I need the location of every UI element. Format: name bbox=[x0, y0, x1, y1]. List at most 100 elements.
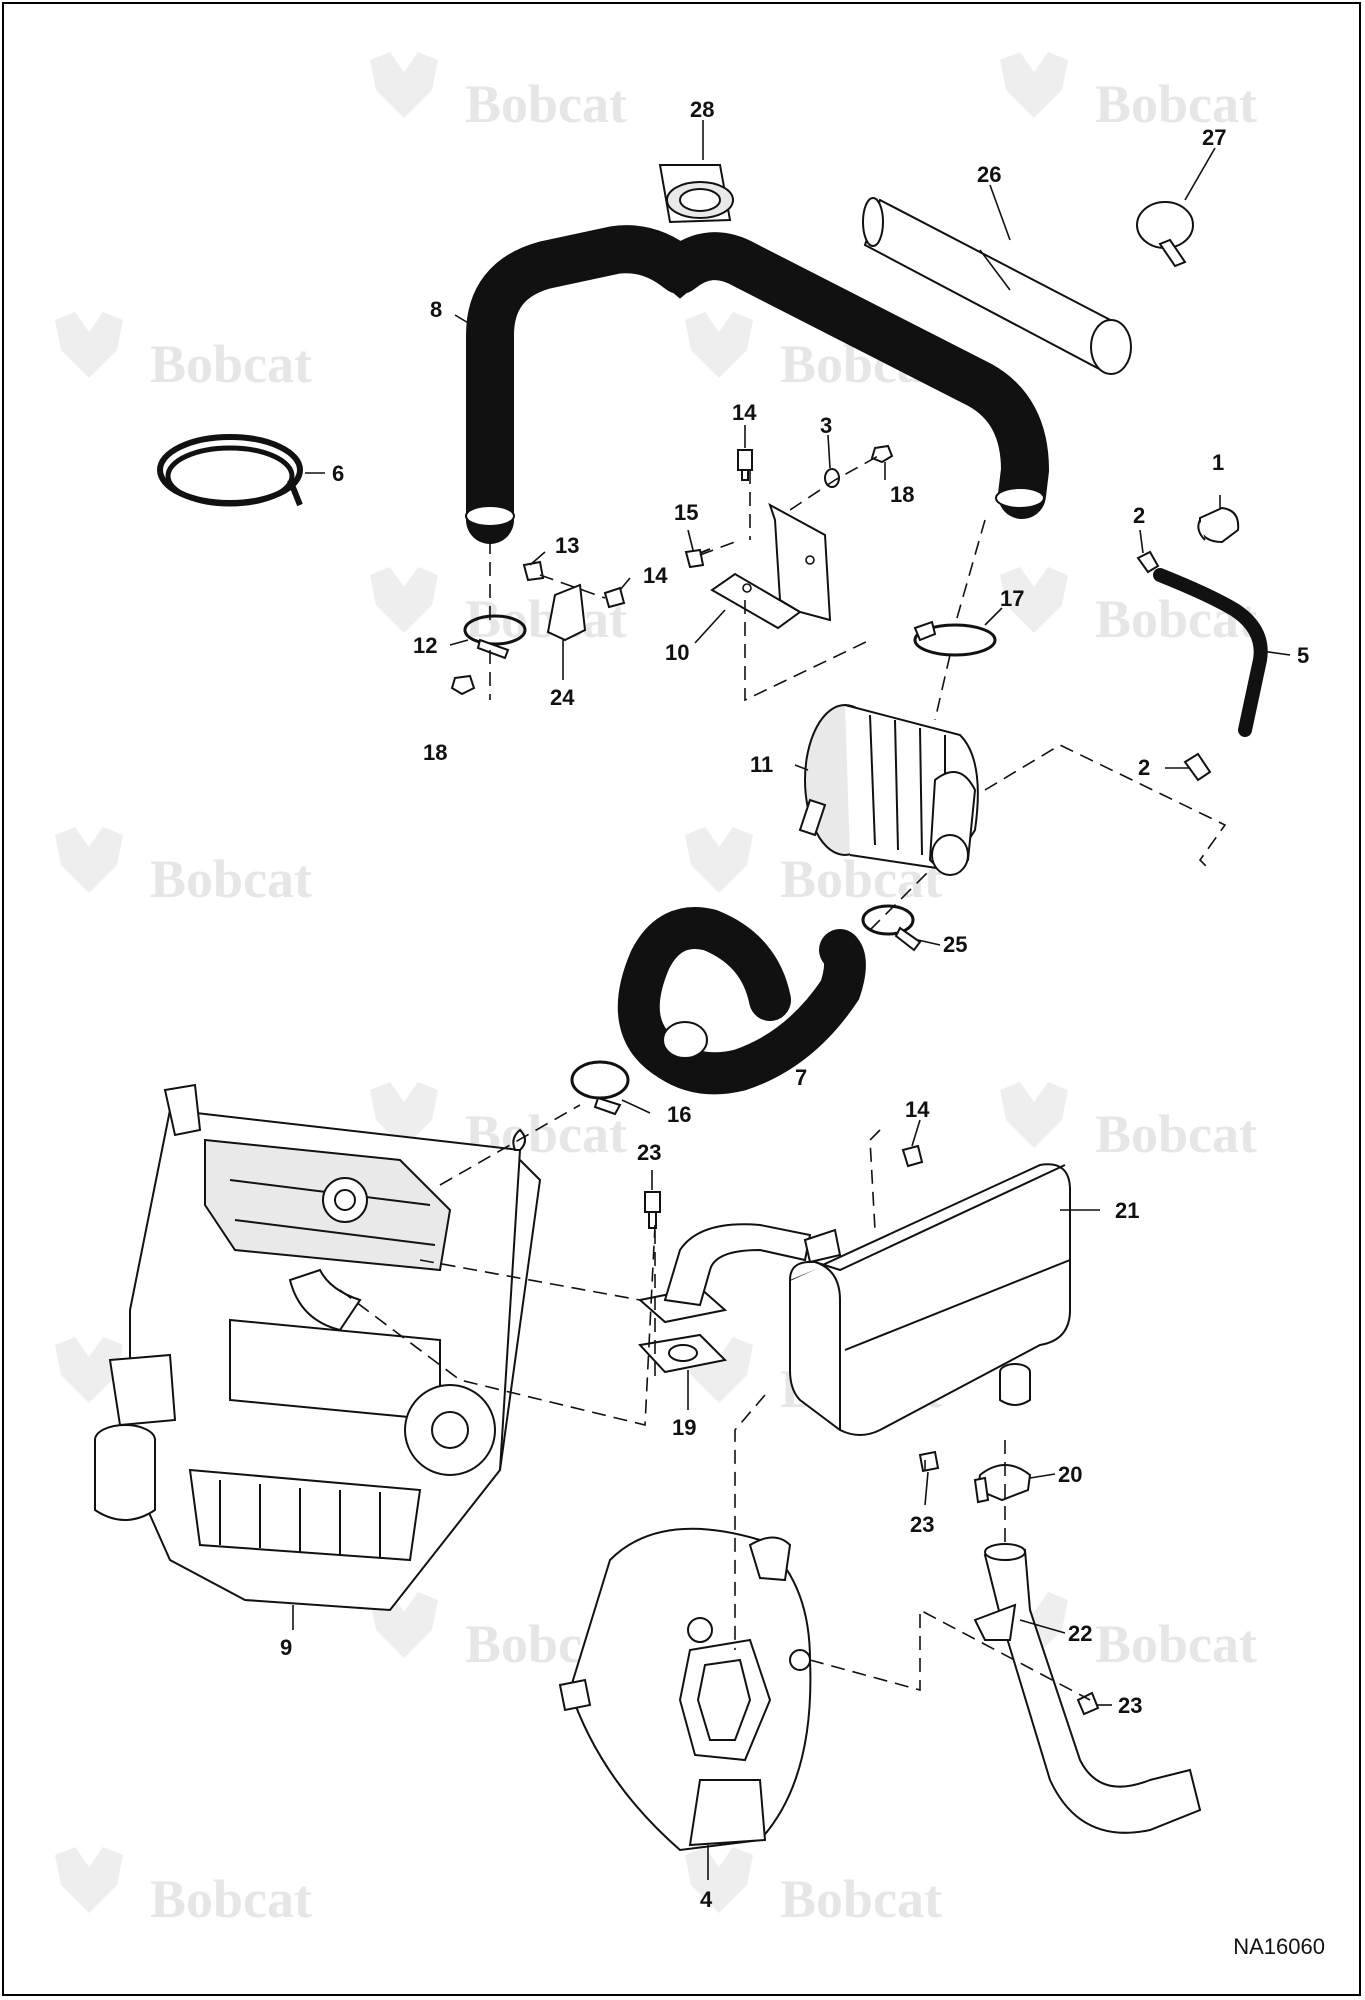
callout-25: 25 bbox=[943, 932, 967, 957]
part-9-engine bbox=[94, 1083, 542, 1612]
callout-4: 4 bbox=[700, 1887, 713, 1912]
callout-10: 10 bbox=[665, 640, 689, 665]
part-22-tail-pipe bbox=[973, 1543, 1202, 1834]
watermark-7: Bobcat bbox=[55, 827, 312, 909]
watermark-10: Bobcat bbox=[1000, 1082, 1257, 1164]
watermark-text: Bobcat bbox=[150, 849, 312, 909]
watermark-text: Bobcat bbox=[780, 1869, 942, 1929]
alignment-lines bbox=[339, 454, 1227, 1701]
part-27-hose-clamp bbox=[1136, 201, 1194, 268]
callout-5: 5 bbox=[1297, 643, 1309, 668]
watermark-text: Bobcat bbox=[150, 1869, 312, 1929]
callout-24: 24 bbox=[550, 685, 575, 710]
callout-23-lower: 23 bbox=[1118, 1693, 1142, 1718]
callout-13: 13 bbox=[555, 533, 579, 558]
bobcat-logo-icon bbox=[55, 1337, 123, 1403]
callout-9: 9 bbox=[280, 1635, 292, 1660]
callout-1: 1 bbox=[1212, 450, 1224, 475]
callout-14-upper: 14 bbox=[732, 400, 757, 425]
callout-20: 20 bbox=[1058, 1462, 1082, 1487]
callout-23-top: 23 bbox=[637, 1140, 661, 1165]
callout-19: 19 bbox=[672, 1415, 696, 1440]
watermark-15: Bobcat bbox=[55, 1847, 312, 1929]
part-17-hose-clamp bbox=[913, 620, 997, 657]
watermark-2: Bobcat bbox=[1000, 52, 1257, 134]
part-14-bolt-muffler bbox=[901, 1144, 924, 1168]
diagram-reference-code: NA16060 bbox=[1233, 1934, 1325, 1959]
bobcat-logo-icon bbox=[685, 1847, 753, 1913]
watermark-16: Bobcat bbox=[685, 1847, 942, 1929]
part-23-bolt-top bbox=[644, 1191, 661, 1229]
part-12-hose-clamp bbox=[463, 614, 527, 660]
part-7-lower-hose bbox=[617, 907, 866, 1095]
bobcat-logo-icon bbox=[1000, 52, 1068, 118]
part-4-flywheel-housing bbox=[558, 1527, 812, 1852]
part-23-bolt-lower bbox=[1076, 1691, 1100, 1716]
callout-14-lower: 14 bbox=[905, 1097, 930, 1122]
bobcat-logo-icon bbox=[685, 827, 753, 893]
watermark-text: Bobcat bbox=[465, 589, 627, 649]
leader-lines bbox=[292, 120, 1291, 1880]
callout-28: 28 bbox=[690, 97, 714, 122]
part-18-nut-upper bbox=[870, 444, 894, 464]
part-8-upper-hose bbox=[465, 225, 1049, 544]
part-14-bolt-mid bbox=[603, 586, 626, 609]
part-15-bolt bbox=[684, 548, 711, 569]
callout-8: 8 bbox=[430, 297, 442, 322]
callout-18-upper: 18 bbox=[890, 482, 914, 507]
bobcat-logo-icon bbox=[55, 827, 123, 893]
part-2-elbow-lower bbox=[1183, 752, 1212, 782]
callout-2-upper: 2 bbox=[1133, 503, 1145, 528]
watermark-text: Bobcat bbox=[1095, 74, 1257, 134]
bobcat-logo-icon bbox=[1000, 1082, 1068, 1148]
callout-22: 22 bbox=[1068, 1621, 1092, 1646]
callout-7: 7 bbox=[795, 1065, 807, 1090]
part-20-exhaust-clamp bbox=[973, 1464, 1032, 1504]
part-25-hose-clamp bbox=[861, 904, 922, 952]
watermark-text: Bobcat bbox=[1095, 589, 1257, 649]
part-23-bolt-mid bbox=[918, 1450, 940, 1473]
part-2-elbow-upper bbox=[1136, 550, 1160, 574]
bobcat-logo-icon bbox=[370, 52, 438, 118]
part-11-air-cleaner bbox=[798, 704, 979, 876]
part-26-protective-sleeve bbox=[862, 197, 1132, 375]
callout-labels: 28 27 26 8 6 1 2 5 2 14 3 18 15 13 14 12… bbox=[280, 97, 1309, 1912]
callout-17: 17 bbox=[1000, 586, 1024, 611]
part-28-sleeve bbox=[658, 164, 734, 224]
callout-12: 12 bbox=[413, 633, 437, 658]
watermark-text: Bobcat bbox=[1095, 1104, 1257, 1164]
bobcat-logo-icon bbox=[370, 567, 438, 633]
callout-14-mid: 14 bbox=[643, 563, 668, 588]
part-10-bracket bbox=[710, 502, 832, 630]
watermark-5: Bobcat bbox=[370, 567, 627, 649]
part-13-bolt bbox=[522, 560, 545, 582]
watermark-text: Bobcat bbox=[150, 334, 312, 394]
watermark-1: Bobcat bbox=[370, 52, 627, 134]
part-24-clamp-bracket bbox=[546, 583, 587, 642]
callout-16: 16 bbox=[667, 1102, 691, 1127]
watermark-6: Bobcat bbox=[1000, 567, 1257, 649]
part-18-nut-lower bbox=[450, 674, 476, 696]
watermark-text: Bobcat bbox=[465, 74, 627, 134]
part-21-muffler bbox=[789, 1163, 1071, 1436]
callout-2-lower: 2 bbox=[1138, 755, 1150, 780]
callout-23-mid: 23 bbox=[910, 1512, 934, 1537]
bobcat-logo-icon bbox=[55, 1847, 123, 1913]
part-exhaust-pipe bbox=[663, 1223, 812, 1307]
callout-21: 21 bbox=[1115, 1198, 1139, 1223]
part-14-bolt-upper bbox=[737, 449, 753, 481]
callout-26: 26 bbox=[977, 162, 1001, 187]
watermark-text: Bobcat bbox=[1095, 1614, 1257, 1674]
bobcat-logo-icon bbox=[1000, 567, 1068, 633]
callout-3: 3 bbox=[820, 413, 832, 438]
callout-27: 27 bbox=[1202, 125, 1226, 150]
bobcat-logo-icon bbox=[685, 312, 753, 378]
watermark-9: Bobcat bbox=[370, 1082, 627, 1164]
part-6-coiled-line bbox=[157, 434, 303, 507]
callout-11: 11 bbox=[750, 752, 773, 777]
callout-18-lower: 18 bbox=[423, 740, 447, 765]
callout-15: 15 bbox=[674, 500, 698, 525]
bobcat-logo-icon bbox=[370, 1082, 438, 1148]
